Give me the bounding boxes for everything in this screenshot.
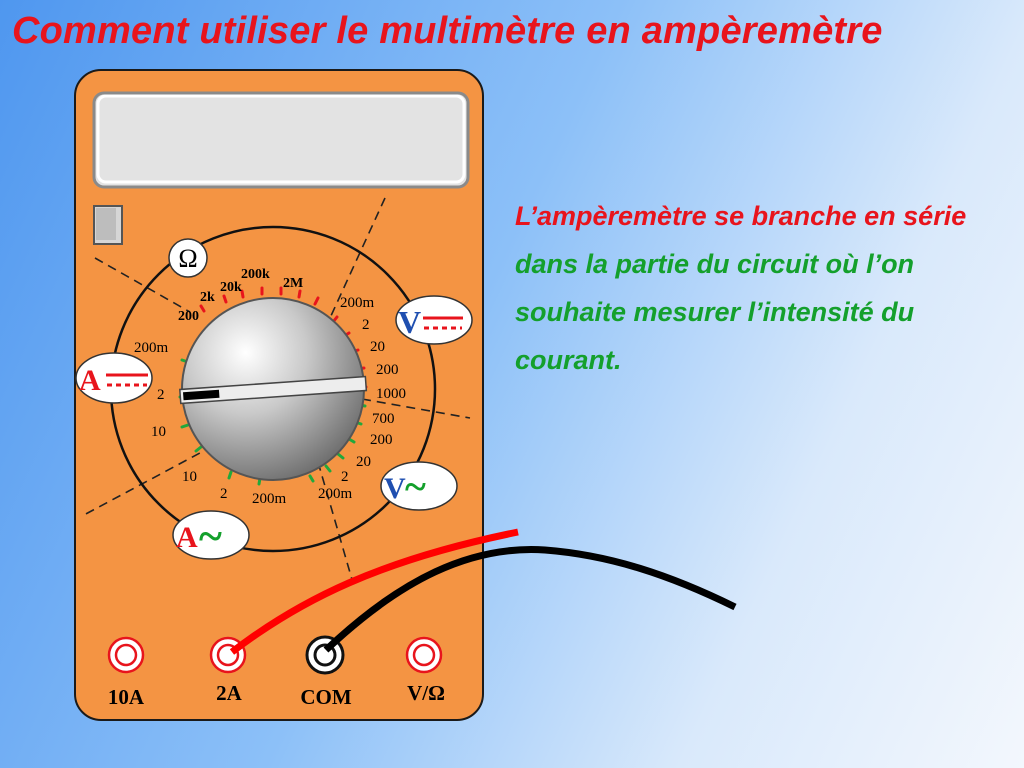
lcd-display [92,91,470,189]
vac-range-200m: 200m [318,486,353,502]
knob-pointer [179,375,368,405]
vdc-range-2: 2 [362,317,370,333]
vac-range-20: 20 [356,454,371,470]
vdc-range-labels: 200m 2 20 200 1000 [340,295,406,402]
ohm-range-labels: 200 2k 20k 200k 2M [178,267,303,324]
vdc-letter: V [398,304,421,340]
sector-lines [81,197,471,584]
explanation-en-serie: en série [864,201,967,231]
vac-range-700: 700 [372,411,395,427]
terminal-10A[interactable] [107,636,145,674]
aac-letter: A [176,521,198,554]
explanation-green-part: dans la partie du circuit où l’on souhai… [515,249,915,375]
aac-range-labels: 200m 2 10 [182,469,287,507]
terminal-label-2A: 2A [216,681,243,705]
ohm-range-200: 200 [178,309,199,324]
terminal-label-V-ohm: V/Ω [407,681,445,705]
aac-range-2: 2 [220,486,228,502]
vac-range-labels: 700 200 20 2 200m [318,411,395,502]
ohm-range-20k: 20k [220,280,242,295]
vdc-range-20: 20 [370,339,385,355]
adc-letter: A [79,364,101,397]
vdc-mode-badge: V [395,295,473,345]
slide-title: Comment utiliser le multimètre en ampère… [12,10,883,52]
adc-range-200m: 200m [134,340,169,356]
aac-range-10: 10 [182,469,197,485]
ohm-symbol: Ω [178,244,197,273]
explanation-text: L’ampèremètre se branche en série dans l… [515,192,975,384]
adc-range-2: 2 [157,387,165,403]
aac-range-200m: 200m [252,491,287,507]
vac-range-200: 200 [370,432,393,448]
ohm-mode-badge [168,238,208,278]
vdc-range-200: 200 [376,362,399,378]
vac-range-2: 2 [341,469,349,485]
vdc-range-1000: 1000 [376,386,406,402]
ohm-range-200k: 200k [241,267,270,282]
terminal-label-10A: 10A [108,685,145,709]
adc-mode-badge: A [75,352,153,404]
adc-range-labels: 10 2 200m [134,340,169,440]
terminal-V-ohm[interactable] [405,636,443,674]
black-probe-wire [323,546,737,653]
vac-tilde: ~ [405,464,426,509]
terminal-label-COM: COM [300,685,352,709]
explanation-red-part: L’ampèremètre se branche [515,201,865,231]
vac-mode-badge: V ~ [380,461,458,511]
ohm-range-2M: 2M [283,276,303,291]
aac-mode-badge: A ~ [172,510,250,561]
ohm-range-2k: 2k [200,290,215,305]
vac-letter: V [384,472,406,505]
aac-tilde: ~ [199,512,222,561]
red-probe-wire [229,528,519,655]
adc-range-10: 10 [151,424,166,440]
vdc-range-200m: 200m [340,295,375,311]
